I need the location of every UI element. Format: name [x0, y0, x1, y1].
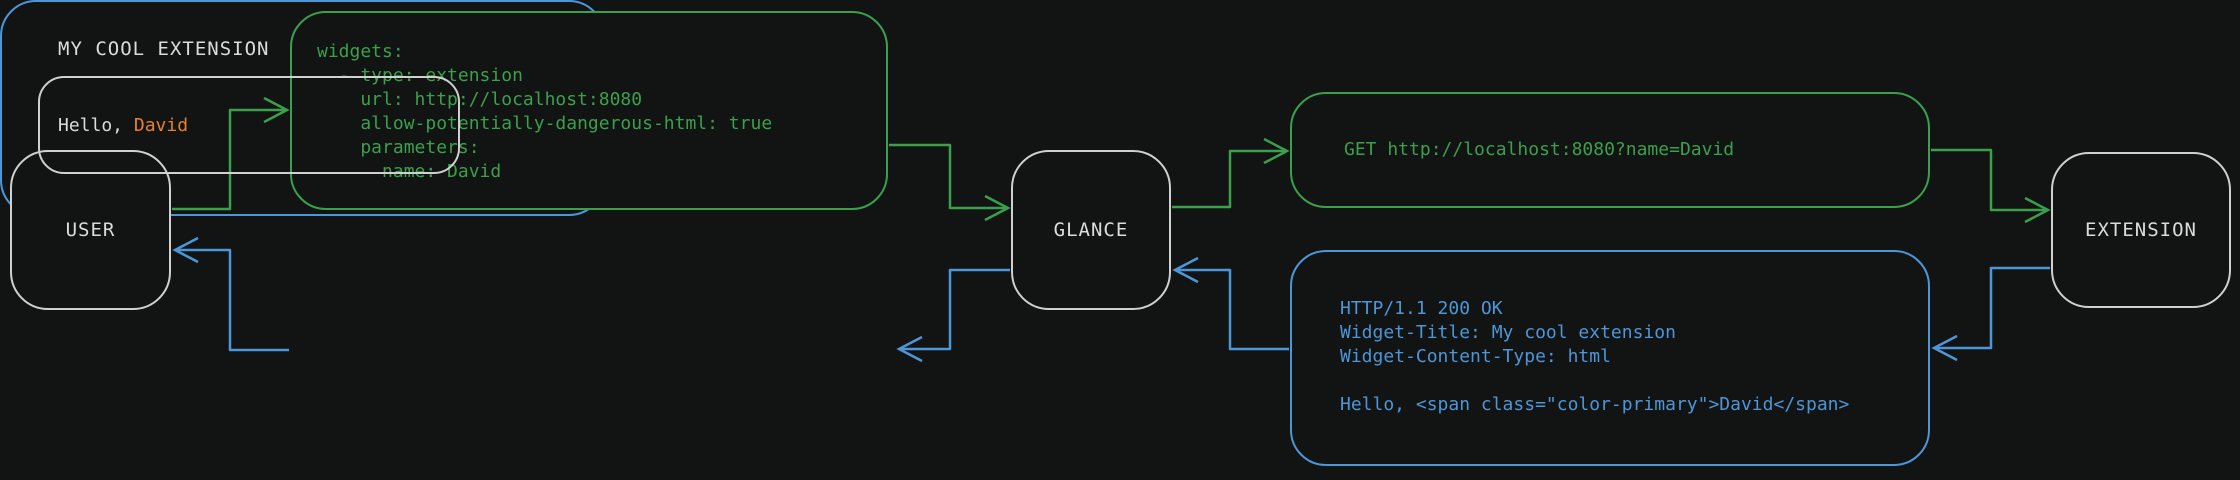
extension-node: EXTENSION	[2051, 152, 2231, 308]
widget-title: MY COOL EXTENSION	[58, 38, 270, 60]
yaml-config-code: widgets: - type: extension url: http://l…	[317, 41, 773, 182]
greeting-name: David	[133, 114, 189, 136]
http-response-code: HTTP/1.1 200 OK Widget-Title: My cool ex…	[1340, 298, 1850, 415]
edge-request-to-extension	[1931, 148, 2051, 224]
http-response-box: HTTP/1.1 200 OK Widget-Title: My cool ex…	[1290, 250, 1930, 466]
edge-extension-to-response	[1931, 266, 2050, 362]
edge-glance-to-request	[1172, 137, 1290, 209]
user-node: USER	[10, 150, 171, 310]
greeting-prefix: Hello,	[58, 114, 134, 136]
edge-response-to-glance	[1172, 256, 1289, 351]
user-node-label: USER	[65, 219, 116, 241]
edge-config-to-glance	[889, 143, 1011, 222]
extension-node-label: EXTENSION	[2085, 219, 2197, 241]
http-request-box: GET http://localhost:8080?name=David	[1290, 92, 1930, 208]
widget-greeting: Hello, David	[40, 115, 188, 136]
widget-greeting-panel: Hello, David	[38, 76, 460, 174]
edge-widget-to-user	[172, 236, 289, 352]
yaml-config-box: widgets: - type: extension url: http://l…	[290, 11, 888, 210]
edge-glance-to-widget	[896, 268, 1010, 363]
glance-node-label: GLANCE	[1053, 219, 1129, 241]
edge-user-to-config	[172, 96, 290, 211]
http-request-code: GET http://localhost:8080?name=David	[1344, 139, 1735, 160]
glance-node: GLANCE	[1011, 150, 1171, 310]
